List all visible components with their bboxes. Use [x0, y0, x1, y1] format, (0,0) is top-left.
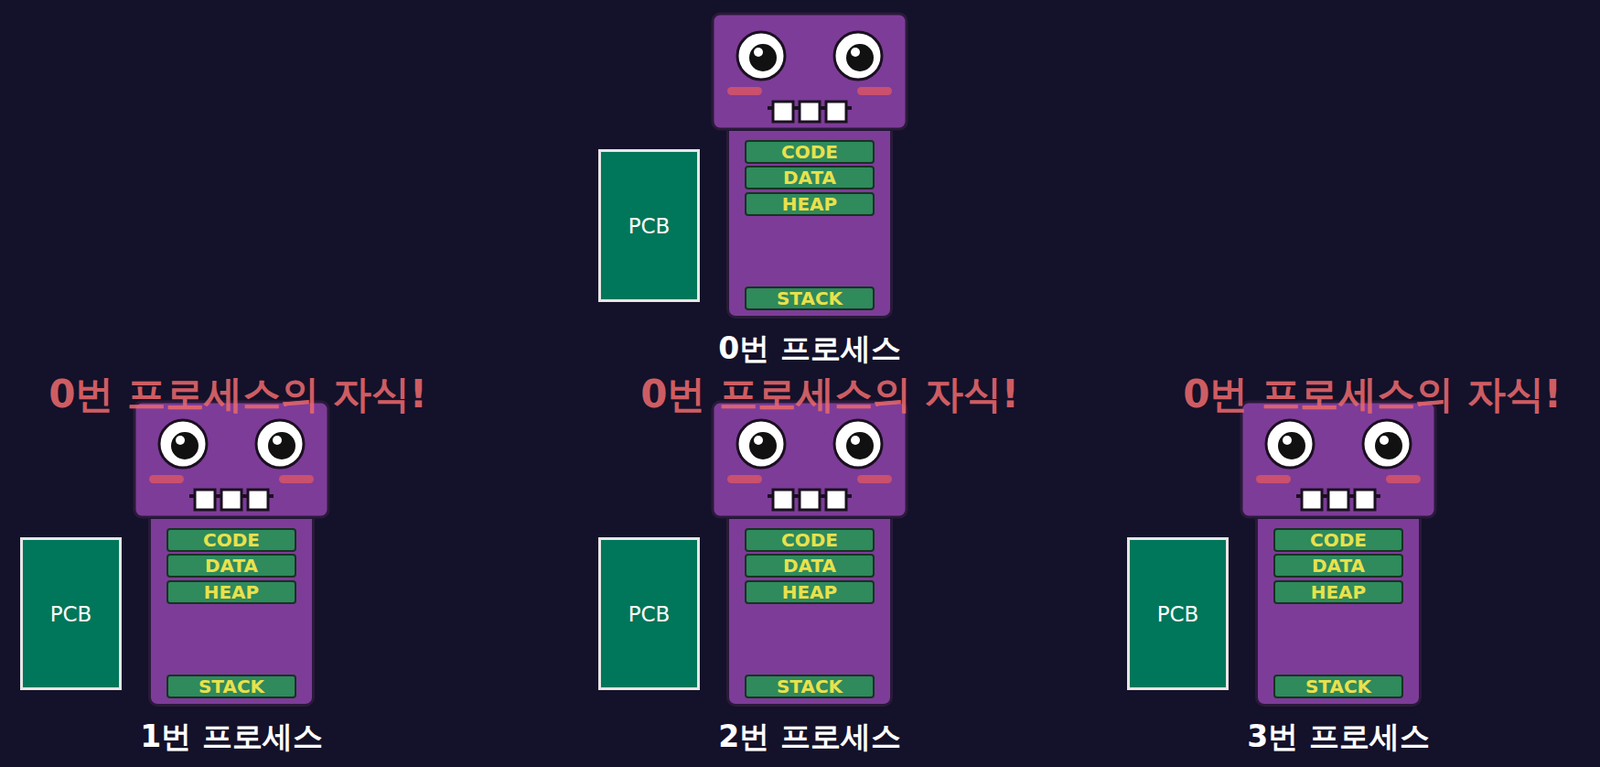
child-note: 0번 프로세스의 자식!: [1182, 373, 1562, 416]
process-body: 0번 프로세스CODEDATAHEAPSTACK: [726, 130, 893, 319]
box-label: STACK: [1305, 676, 1372, 696]
memory-segment: STACK: [744, 674, 875, 698]
box-label: PCB: [50, 601, 93, 626]
pcb-box: PCB: [598, 149, 700, 302]
pcb-box: PCB: [1127, 536, 1229, 690]
box-label: DATA: [1311, 556, 1365, 575]
memory-segment: HEAP: [744, 192, 875, 216]
memory-segment: STACK: [166, 674, 297, 698]
child-note: 0번 프로세스의 자식!: [48, 373, 428, 416]
box-label: HEAP: [782, 194, 838, 214]
box-label: DATA: [783, 168, 837, 187]
pcb-box: PCB: [20, 536, 122, 690]
process-body: 3번 프로세스CODEDATAHEAPSTACK: [1255, 518, 1422, 707]
robot-head: [712, 401, 907, 517]
memory-segment: DATA: [1273, 553, 1404, 578]
box-label: STACK: [776, 289, 843, 308]
box-label: PCB: [1157, 601, 1200, 626]
process-body: 2번 프로세스CODEDATAHEAPSTACK: [726, 518, 893, 707]
process-label: 2번 프로세스: [718, 716, 901, 758]
memory-segment: HEAP: [744, 579, 875, 604]
box-label: STACK: [198, 676, 265, 696]
box-label: CODE: [781, 530, 838, 549]
memory-segment: CODE: [744, 139, 875, 164]
box-label: PCB: [628, 214, 671, 238]
box-label: HEAP: [782, 582, 838, 602]
box-label: HEAP: [1310, 582, 1367, 602]
memory-segment: HEAP: [1273, 579, 1404, 604]
process-body: 1번 프로세스CODEDATAHEAPSTACK: [148, 518, 315, 707]
memory-segment: CODE: [1273, 527, 1404, 552]
memory-segment: STACK: [1273, 674, 1404, 698]
process-label: 1번 프로세스: [139, 716, 323, 758]
memory-segment: DATA: [744, 553, 875, 578]
process-label: 0번 프로세스: [718, 328, 901, 370]
child-note: 0번 프로세스의 자식!: [640, 373, 1020, 416]
box-label: CODE: [203, 530, 260, 549]
process-label: 3번 프로세스: [1246, 716, 1429, 758]
box-label: DATA: [783, 556, 837, 575]
memory-segment: DATA: [744, 165, 875, 190]
box-label: HEAP: [204, 582, 260, 602]
robot-head: [712, 13, 907, 129]
box-label: CODE: [1310, 530, 1367, 549]
memory-segment: DATA: [166, 553, 297, 578]
memory-segment: STACK: [744, 286, 875, 311]
box-label: CODE: [781, 142, 838, 162]
box-label: PCB: [628, 601, 671, 626]
memory-segment: CODE: [744, 527, 875, 552]
memory-segment: HEAP: [166, 579, 297, 604]
memory-segment: CODE: [166, 527, 297, 552]
robot-head: [1241, 401, 1436, 517]
box-label: STACK: [776, 676, 843, 696]
robot-head: [134, 401, 329, 517]
box-label: DATA: [204, 556, 258, 575]
pcb-box: PCB: [598, 536, 700, 690]
